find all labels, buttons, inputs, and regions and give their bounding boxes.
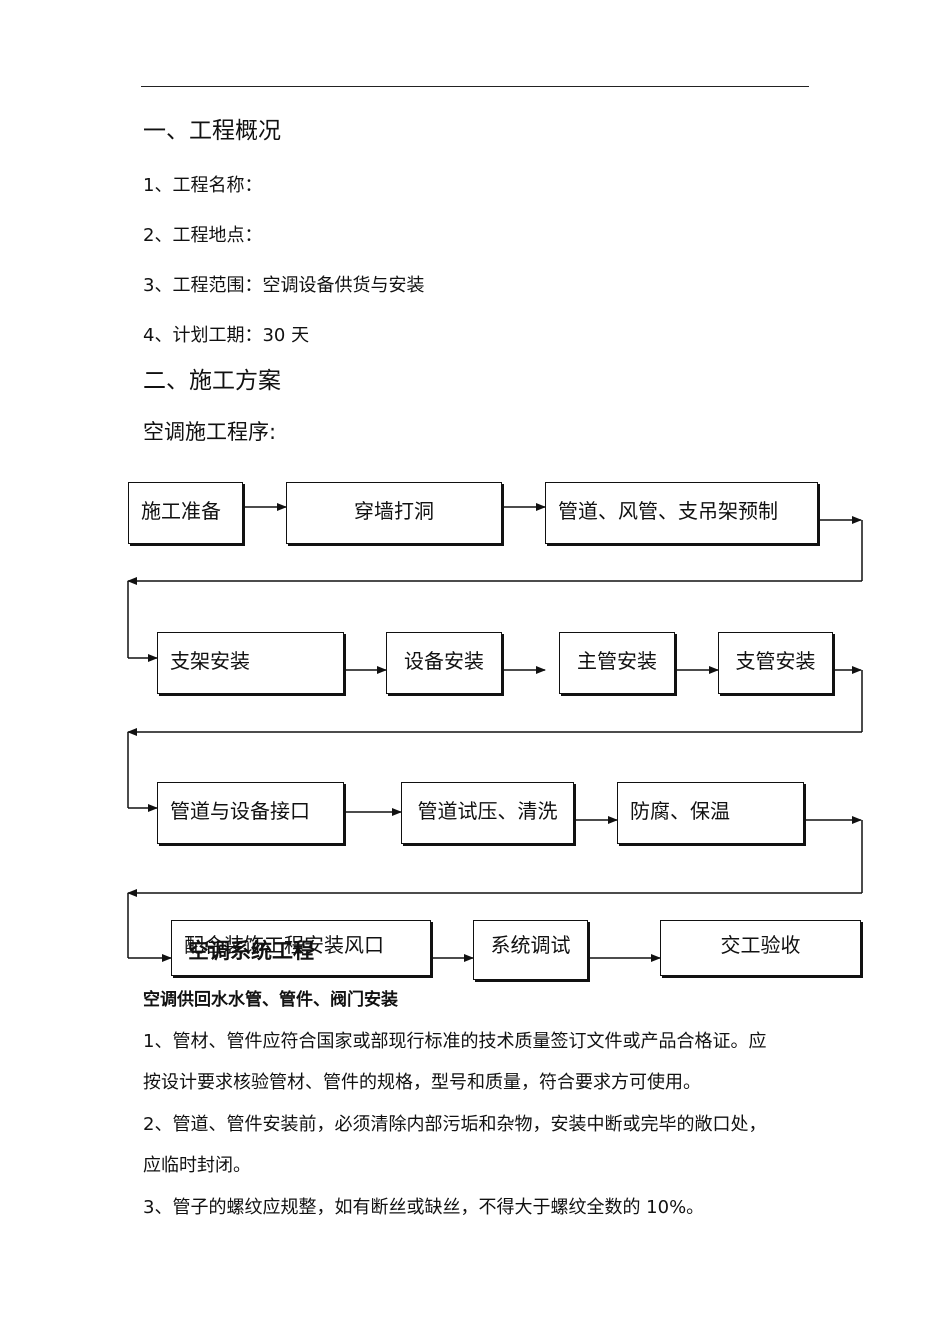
flow-step-pipe-equipment-interface: 管道与设备接口 xyxy=(157,782,344,844)
hvac-subtitle: 空调供回水水管、管件、阀门安装 xyxy=(143,990,398,1010)
paragraph-1-line-2: 按设计要求核验管材、管件的规格，型号和质量，符合要求方可使用。 xyxy=(143,1072,701,1093)
header-rule xyxy=(141,86,809,87)
flow-step-main-pipe: 主管安装 xyxy=(559,632,675,694)
flow-step-pressure-test: 管道试压、清洗 xyxy=(401,782,574,844)
paragraph-2-line-1: 2、管道、管件安装前，必须清除内部污垢和杂物，安装中断或完毕的敞口处， xyxy=(143,1114,767,1135)
paragraph-1-line-1: 1、管材、管件应符合国家或部现行标准的技术质量签订文件或产品合格证。应 xyxy=(143,1031,767,1052)
flow-step-vents: 配合装饰工程安装风口 xyxy=(171,920,431,976)
flow-step-branch-pipe: 支管安装 xyxy=(718,632,833,694)
paragraph-2-line-2: 应临时封闭。 xyxy=(143,1155,251,1176)
project-scope-line: 3、工程范围：空调设备供货与安装 xyxy=(143,275,425,296)
construction-plan-heading: 二、施工方案 xyxy=(143,368,281,394)
flow-step-wall-drilling: 穿墙打洞 xyxy=(286,482,502,544)
overview-heading: 一、工程概况 xyxy=(143,118,281,144)
hvac-section-title: 空调系统工程 xyxy=(188,939,314,963)
flow-step-prep: 施工准备 xyxy=(128,482,243,544)
project-duration-line: 4、计划工期：30 天 xyxy=(143,325,310,346)
flow-step-equipment-install: 设备安装 xyxy=(386,632,502,694)
flow-step-prefabrication: 管道、风管、支吊架预制 xyxy=(545,482,818,544)
flow-step-acceptance: 交工验收 xyxy=(660,920,861,976)
procedure-heading: 空调施工程序: xyxy=(143,420,277,444)
flow-step-support-install: 支架安装 xyxy=(157,632,344,694)
project-name-line: 1、工程名称： xyxy=(143,175,263,196)
flow-step-commissioning: 系统调试 xyxy=(473,920,588,980)
project-location-line: 2、工程地点： xyxy=(143,225,263,246)
paragraph-3: 3、管子的螺纹应规整，如有断丝或缺丝，不得大于螺纹全数的 10%。 xyxy=(143,1197,705,1218)
flow-step-anticorrosion: 防腐、保温 xyxy=(617,782,804,844)
